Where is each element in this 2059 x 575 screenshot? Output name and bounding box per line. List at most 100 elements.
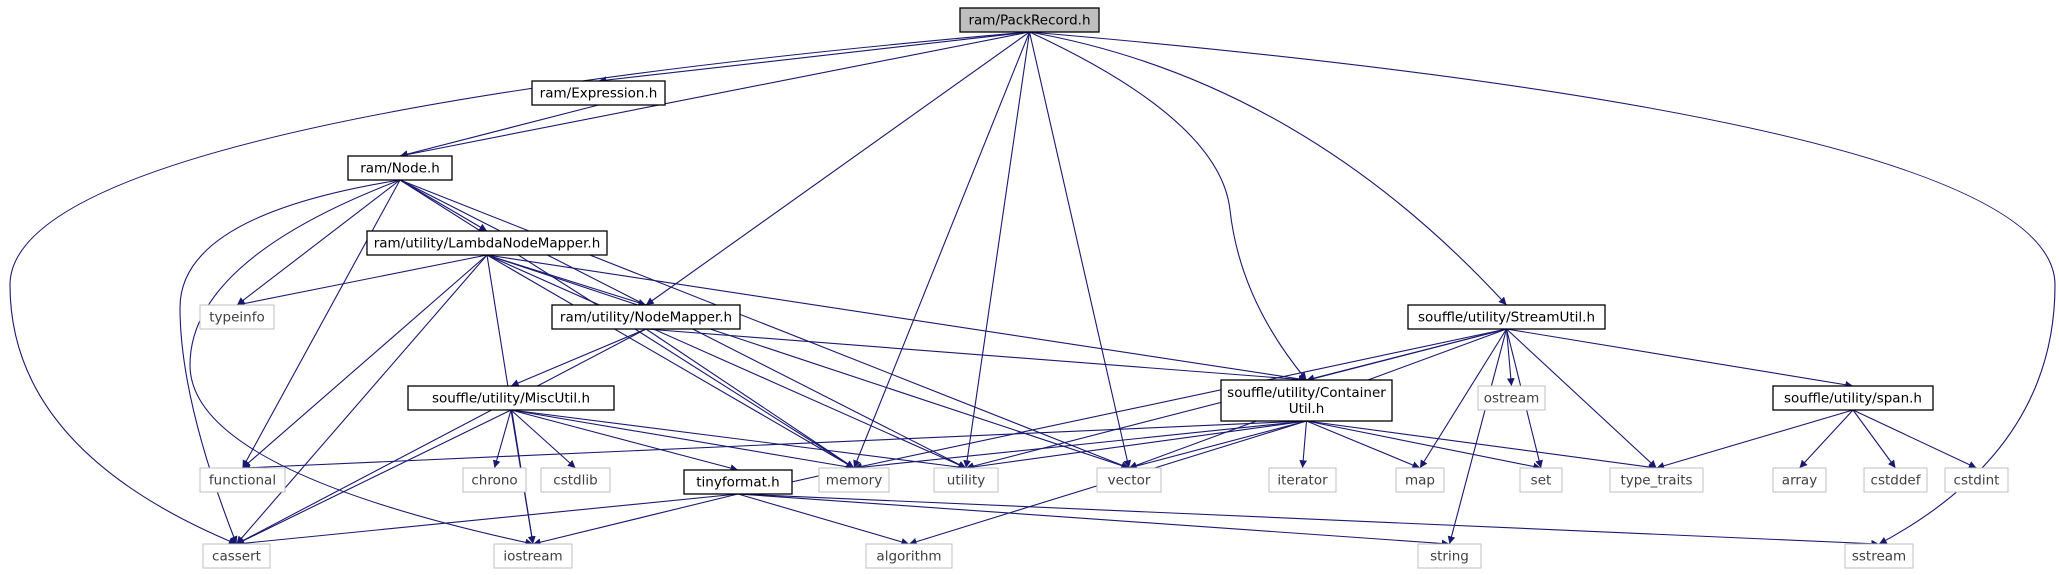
edges-layer <box>9 31 2056 548</box>
edge-containerutil-to-vector <box>1128 420 1307 470</box>
edge-miscutil-to-cassert <box>236 409 512 545</box>
edge-containerutil-to-utility <box>965 420 1307 471</box>
node-label-typeinfo: typeinfo <box>209 310 264 326</box>
node-label-map: map <box>1405 473 1435 489</box>
node-box-map <box>1395 467 1445 493</box>
edge-node-to-vector <box>399 179 1130 469</box>
edge-packrecord-to-streamutil <box>1029 31 1507 306</box>
edge-packrecord-to-node <box>399 31 1030 159</box>
edge-node-to-iostream <box>189 179 534 547</box>
node-box-typeinfo <box>199 304 275 330</box>
node-label-cstdint: cstdint <box>1954 473 2000 489</box>
node-packrecord[interactable]: ram/PackRecord.h <box>959 7 1100 33</box>
node-label-cstddef: cstddef <box>1871 473 1922 489</box>
node-box-expression <box>531 80 666 106</box>
node-label-chrono: chrono <box>471 473 517 489</box>
edge-packrecord-to-vector <box>1028 31 1132 469</box>
node-cstdlib: cstdlib <box>540 467 611 493</box>
node-label-node: ram/Node.h <box>360 161 440 177</box>
node-node[interactable]: ram/Node.h <box>347 155 453 181</box>
edge-streamutil-to-ostream <box>1505 328 1515 387</box>
node-box-string <box>1417 543 1482 569</box>
node-span[interactable]: souffle/utility/span.h <box>1772 385 1934 411</box>
node-streamutil[interactable]: souffle/utility/StreamUtil.h <box>1407 304 1606 330</box>
node-nodemapper[interactable]: ram/utility/NodeMapper.h <box>551 304 741 330</box>
node-label-cassert: cassert <box>212 549 261 565</box>
node-box-sstream <box>1844 543 1914 569</box>
edge-lambdanodemapper-to-functional <box>242 254 488 469</box>
node-box-set <box>1519 467 1563 493</box>
node-iterator: iterator <box>1268 467 1337 493</box>
node-box-functional <box>199 467 286 493</box>
edge-span-to-cstddef <box>1852 409 1896 469</box>
node-type_traits: type_traits <box>1609 467 1704 493</box>
node-set: set <box>1519 467 1563 493</box>
edge-packrecord-to-memory <box>853 31 1031 469</box>
edge-tinyformat-to-sstream <box>737 493 1880 548</box>
edge-miscutil-to-cstdlib <box>510 409 576 469</box>
node-label-streamutil: souffle/utility/StreamUtil.h <box>1418 310 1595 326</box>
node-box-memory <box>818 467 890 493</box>
edge-node-to-typeinfo <box>236 179 401 306</box>
edge-containerutil-to-map <box>1306 420 1421 469</box>
node-box-chrono <box>462 467 527 493</box>
edge-lambdanodemapper-to-containerutil <box>486 254 1307 383</box>
edge-containerutil-to-memory <box>853 420 1307 472</box>
node-box-cassert <box>202 543 271 569</box>
node-map: map <box>1395 467 1445 493</box>
node-string: string <box>1417 543 1482 569</box>
node-label-vector: vector <box>1108 473 1151 489</box>
edge-packrecord-to-cassert <box>9 31 1030 545</box>
node-box-containerutil <box>1220 379 1393 422</box>
node-box-array <box>1772 467 1827 493</box>
edge-span-to-cstdint <box>1852 409 1977 469</box>
node-box-vector <box>1096 467 1162 493</box>
node-array: array <box>1772 467 1827 493</box>
edge-packrecord-to-containerutil <box>1029 31 1307 381</box>
node-label-array: array <box>1782 473 1817 489</box>
node-label-iostream: iostream <box>503 549 562 565</box>
node-box-utility <box>933 467 999 493</box>
node-ostream: ostream <box>1477 385 1546 411</box>
edge-nodemapper-to-miscutil <box>510 328 647 387</box>
node-box-algorithm <box>865 543 953 569</box>
edge-streamutil-to-map <box>1419 328 1507 469</box>
node-memory: memory <box>818 467 890 493</box>
edge-miscutil-to-memory <box>510 409 855 471</box>
edge-nodemapper-to-cassert <box>236 328 647 545</box>
node-box-packrecord <box>959 7 1100 33</box>
node-tinyformat[interactable]: tinyformat.h <box>683 469 793 495</box>
node-iostream: iostream <box>493 543 573 569</box>
node-vector: vector <box>1096 467 1162 493</box>
edge-miscutil-to-utility <box>510 409 967 471</box>
node-label-nodemapper: ram/utility/NodeMapper.h <box>560 310 732 326</box>
edge-nodemapper-to-memory <box>645 328 855 469</box>
edge-packrecord-to-sstream <box>1029 31 2056 545</box>
edge-miscutil-to-tinyformat <box>510 409 739 472</box>
node-functional: functional <box>199 467 286 493</box>
node-box-node <box>347 155 453 181</box>
edge-node-to-lambdanodemapper <box>399 179 488 232</box>
node-label-miscutil: souffle/utility/MiscUtil.h <box>432 391 590 407</box>
node-label-containerutil: souffle/utility/Container <box>1227 385 1386 401</box>
node-label-iterator: iterator <box>1277 473 1328 489</box>
node-cassert: cassert <box>202 543 271 569</box>
edge-miscutil-to-chrono <box>492 409 512 469</box>
edge-nodemapper-to-containerutil <box>645 328 1307 384</box>
edge-tinyformat-to-cassert <box>236 493 739 548</box>
node-box-nodemapper <box>551 304 741 330</box>
edge-span-to-type_traits <box>1656 409 1854 470</box>
node-lambdanodemapper[interactable]: ram/utility/LambdaNodeMapper.h <box>366 230 608 256</box>
node-label-tinyformat: tinyformat.h <box>696 475 779 491</box>
node-expression[interactable]: ram/Expression.h <box>531 80 666 106</box>
edge-lambdanodemapper-to-typeinfo <box>236 254 488 308</box>
node-label-memory: memory <box>826 473 882 489</box>
edge-streamutil-to-type_traits <box>1506 328 1657 469</box>
node-label-lambdanodemapper: ram/utility/LambdaNodeMapper.h <box>374 236 601 252</box>
edge-node-to-functional <box>242 179 401 469</box>
edge-node-to-cassert <box>179 179 401 545</box>
node-miscutil[interactable]: souffle/utility/MiscUtil.h <box>407 385 615 411</box>
node-label-set: set <box>1531 473 1552 489</box>
edge-containerutil-to-functional <box>242 420 1307 472</box>
